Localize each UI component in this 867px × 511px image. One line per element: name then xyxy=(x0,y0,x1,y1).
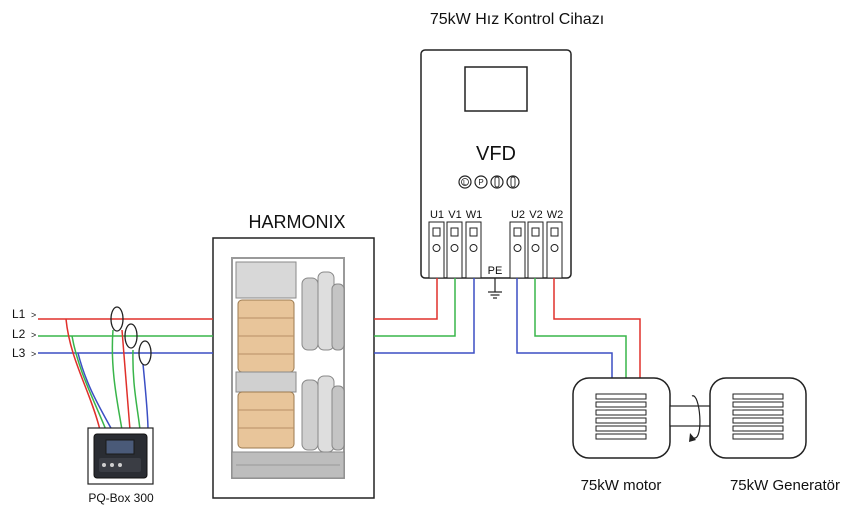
vfd-symbols: L P xyxy=(458,175,520,189)
clamp-icon xyxy=(138,340,152,366)
clamp-icon xyxy=(110,306,124,332)
svg-text:P: P xyxy=(478,178,483,187)
current-clamps xyxy=(110,306,152,366)
arrow-icon: > xyxy=(31,310,36,320)
input-wiring xyxy=(38,278,641,431)
ground-icon xyxy=(488,278,502,299)
line-l1-label: L1 xyxy=(12,307,26,321)
motor xyxy=(572,377,671,459)
generator xyxy=(709,377,807,459)
terminal-block-output xyxy=(509,221,563,279)
clamp-icon xyxy=(124,323,138,349)
harmonix-filter xyxy=(212,237,375,499)
terminal-block-input xyxy=(428,221,482,279)
coupling-shaft xyxy=(669,395,711,442)
u-symbol-icon xyxy=(490,175,504,189)
terminal-v2-label: V2 xyxy=(529,209,542,221)
filter-label: HARMONIX xyxy=(248,212,345,232)
arrow-icon: > xyxy=(31,349,36,359)
terminal-v1-label: V1 xyxy=(448,209,461,221)
terminal-w1-label: W1 xyxy=(466,209,483,221)
line-l2-label: L2 xyxy=(12,327,26,341)
terminal-u1-label: U1 xyxy=(430,209,444,221)
p-symbol-icon: P xyxy=(474,175,488,189)
l-symbol-icon: L xyxy=(458,175,472,189)
vfd-label: VFD xyxy=(476,143,516,165)
u-symbol-icon xyxy=(506,175,520,189)
vfd-display xyxy=(464,66,528,112)
pq-analyzer xyxy=(87,427,154,485)
vfd-device: VFD L P U1 V1 W1 U2 V2 xyxy=(420,49,572,279)
terminal-u2-label: U2 xyxy=(511,209,525,221)
pe-terminal-label: PE xyxy=(488,265,503,277)
terminal-w2-label: W2 xyxy=(547,209,564,221)
svg-text:L: L xyxy=(463,180,467,187)
motor-label: 75kW motor xyxy=(581,477,662,494)
line-l3-label: L3 xyxy=(12,346,26,360)
arrow-icon: > xyxy=(31,330,36,340)
generator-label: 75kW Generatör xyxy=(730,477,840,494)
rotation-arrow-icon xyxy=(691,395,701,439)
vfd-title: 75kW Hız Kontrol Cihazı xyxy=(430,11,604,28)
analyzer-label: PQ-Box 300 xyxy=(88,491,154,505)
